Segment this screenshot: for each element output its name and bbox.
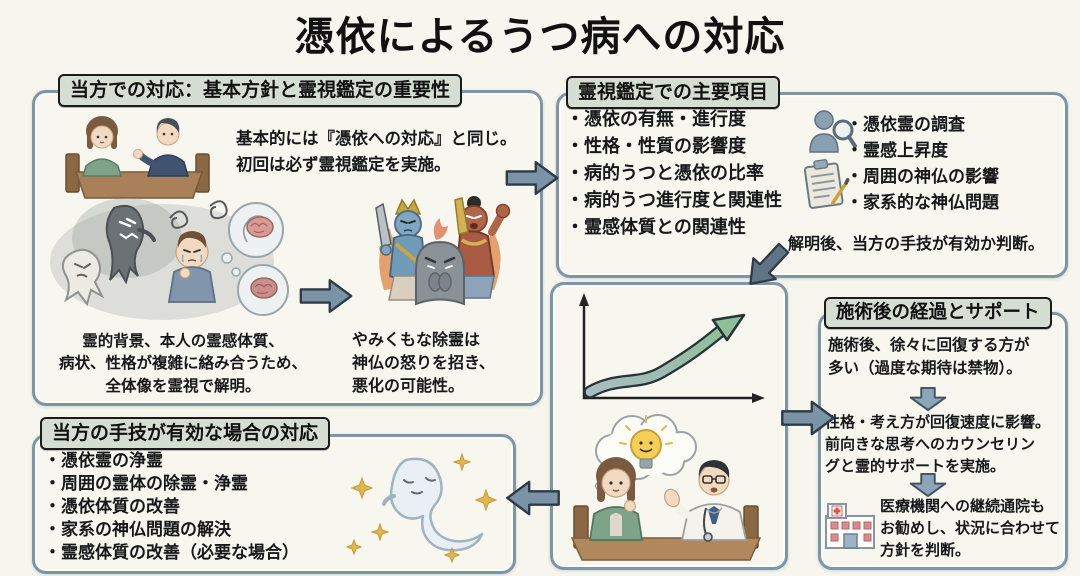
inspection-item: ・憑依の有無・進行度 xyxy=(566,109,746,130)
hospital-icon xyxy=(825,503,875,549)
aftercare-p2: 性格・考え方が回復速度に影響。 前向きな思考へのカウンセリン グと霊的サポートを… xyxy=(825,412,1059,477)
aftercare-down-arrow-1 xyxy=(909,386,947,412)
approach-warning-text: やみくもな除霊は 神仏の怒りを招き、 悪化の可能性。 xyxy=(352,328,537,398)
treatment-item: ・霊感体質の改善（必要な場合） xyxy=(44,543,299,563)
arrow-recovery-to-treatment xyxy=(506,480,560,516)
arrow-recovery-to-aftercare xyxy=(781,400,835,436)
inspection-item: ・家系的な神仏問題 xyxy=(846,193,999,213)
treatment-item: ・憑依体質の改善 xyxy=(44,497,180,517)
inspection-items-left: ・憑依の有無・進行度 ・性格・性質の影響度 ・病的うつと憑依の比率 ・病的うつ進… xyxy=(566,106,782,241)
recovery-chart-illustration xyxy=(579,293,765,403)
treatment-items: ・憑依霊の浄霊 ・周囲の霊体の除霊・浄霊 ・憑依体質の改善 ・家系の神仏問題の解… xyxy=(44,450,299,565)
investigator-icon xyxy=(809,110,857,153)
inspection-item: ・性格・性質の影響度 xyxy=(566,136,746,157)
deities-illustration xyxy=(375,196,511,306)
approach-intro-text: 基本的には『憑依への対応』と同じ。 初回は必ず霊視鑑定を実施。 xyxy=(236,126,536,177)
clipboard-icon xyxy=(803,159,850,209)
approach-intro-line2: 初回は必ず霊視鑑定を実施。 xyxy=(236,154,451,174)
arrow-inspection-to-recovery xyxy=(749,242,790,285)
aftercare-p2-line2: 前向きな思考へのカウンセリン xyxy=(825,434,1036,453)
inspection-footer: 解明後、当方の手技が有効か判断。 xyxy=(788,234,1045,253)
inspection-box-header: 霊視鑑定での主要項目 xyxy=(566,76,781,109)
sparkle-ghost-illustration xyxy=(345,452,498,564)
treatment-item: ・周囲の霊体の除霊・浄霊 xyxy=(44,474,248,494)
inspection-item: ・霊感上昇度 xyxy=(846,141,948,161)
aftercare-p3-line2: お勧めし、状況に合わせて xyxy=(880,518,1061,537)
approach-box-header: 当方での対応：基本方針と霊視鑑定の重要性 xyxy=(58,74,463,107)
arrow-approach-to-inspection xyxy=(505,160,559,196)
doctor-patient-illustration xyxy=(570,457,762,561)
inspection-item: ・病的うつと憑依の比率 xyxy=(566,163,764,184)
inspection-item: ・病的うつ進行度と関連性 xyxy=(566,190,782,211)
inspection-item: ・憑依霊の調査 xyxy=(846,115,965,135)
spirits-illustration xyxy=(50,198,289,320)
aftercare-p1: 施術後、徐々に回復する方が 多い（過度な期待は禁物）。 xyxy=(828,334,1058,381)
aftercare-p2-line3: グと霊的サポートを実施。 xyxy=(825,456,1006,475)
aftercare-down-arrow-2 xyxy=(909,472,947,498)
approach-warning-line3: 悪化の可能性。 xyxy=(352,376,465,396)
page-title: 憑依によるうつ病への対応 xyxy=(294,14,786,60)
approach-flow-arrow xyxy=(299,278,353,314)
approach-warning-line1: やみくもな除霊は xyxy=(352,330,481,349)
aftercare-box-header: 施術後の経過とサポート xyxy=(824,297,1052,330)
treatment-box-header: 当方の手技が有効な場合の対応 xyxy=(40,417,331,450)
approach-complexity-line2: 病状、性格が複雑に絡み合うため、 xyxy=(58,354,307,373)
approach-intro-line1: 基本的には『憑依への対応』と同じ。 xyxy=(236,129,517,148)
approach-complexity-line1: 霊的背景、本人の霊感体質、 xyxy=(82,332,284,350)
inspection-items-right: ・憑依霊の調査 ・霊感上昇度 ・周囲の神仏の影響 ・家系的な神仏問題 xyxy=(846,112,999,216)
aftercare-p3-line1: 医療機関への継続通院も xyxy=(880,497,1046,515)
approach-warning-line2: 神仏の怒りを招き、 xyxy=(352,353,495,373)
approach-complexity-line3: 全体像を霊視で解明。 xyxy=(105,376,261,395)
consultation-illustration xyxy=(65,116,210,199)
aftercare-p3-line3: 方針を判断。 xyxy=(880,540,971,559)
inspection-item: ・周囲の神仏の影響 xyxy=(846,167,999,187)
aftercare-p3: 医療機関への継続通院も お勧めし、状況に合わせて 方針を判断。 xyxy=(880,496,1062,561)
treatment-item: ・家系の神仏問題の解決 xyxy=(44,520,231,540)
aftercare-p2-line1: 性格・考え方が回復速度に影響。 xyxy=(825,413,1051,431)
aftercare-p1-line2: 多い（過度な期待は禁物）。 xyxy=(828,359,1022,378)
treatment-item: ・憑依霊の浄霊 xyxy=(44,451,163,471)
approach-complexity-text: 霊的背景、本人の霊感体質、 病状、性格が複雑に絡み合うため、 全体像を霊視で解明… xyxy=(32,330,334,397)
inspection-item: ・霊感体質との関連性 xyxy=(566,217,746,238)
aftercare-p1-line1: 施術後、徐々に回復する方が xyxy=(828,336,1030,354)
